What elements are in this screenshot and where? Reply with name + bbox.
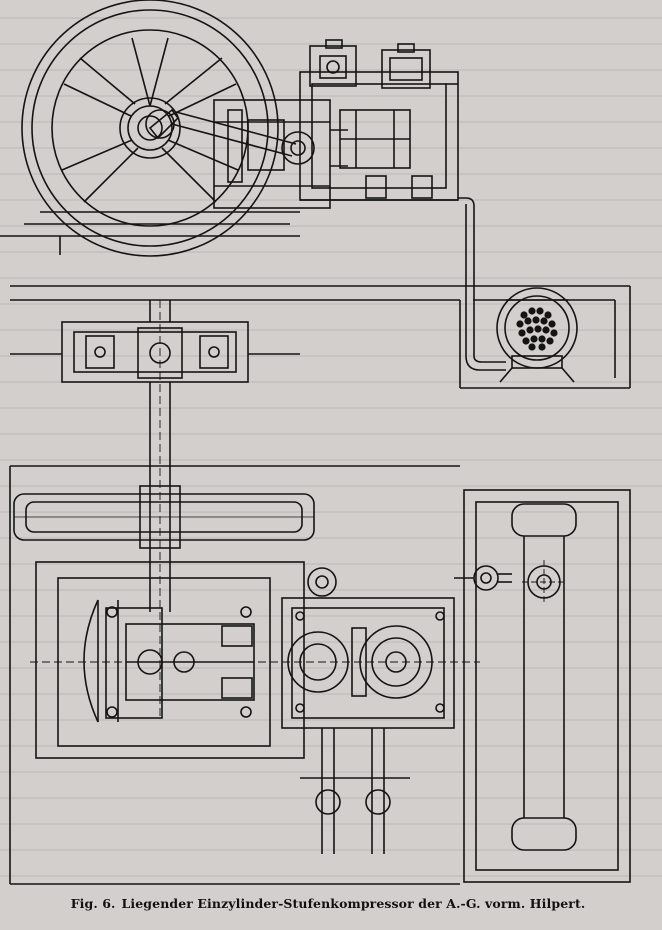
cylinder-block [299, 71, 459, 201]
cylinder-plan [281, 597, 455, 729]
cylinder-valves [309, 39, 433, 199]
machine-frame-plan [30, 561, 480, 759]
figure-number: Fig. 6. [70, 896, 116, 911]
flywheel [21, 0, 279, 257]
figure-title: Liegender Einzylinder-Stufenkompressor d… [121, 896, 586, 911]
crank-mechanism [119, 97, 315, 183]
intercooler-section [496, 287, 578, 383]
crank-shaft-plan [149, 300, 171, 720]
bleed-through-lines [0, 17, 662, 877]
flywheel-foundation [0, 211, 300, 255]
discharge-pipe [458, 197, 506, 371]
pipe-connections [300, 565, 512, 854]
crosshead-frame [213, 99, 348, 209]
figure-caption: Fig. 6. Liegender Einzylinder-Stufenkompr… [0, 896, 662, 911]
floor-section [10, 285, 631, 389]
intercooler-plan [463, 489, 631, 883]
main-bearing-block [10, 300, 300, 383]
foundation-plan [9, 465, 460, 885]
flywheel-plan [13, 485, 315, 549]
side-elevation [0, 0, 631, 389]
plan-view [9, 300, 631, 885]
